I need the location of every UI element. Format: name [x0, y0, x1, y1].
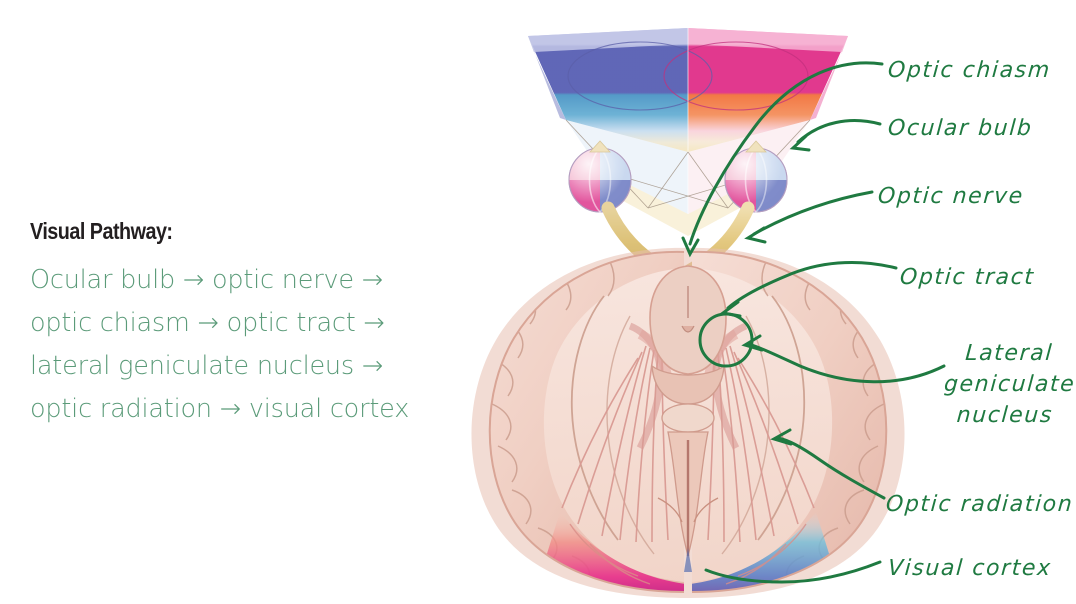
- left-optic-radiation: [561, 345, 669, 543]
- pathway-line-1: Ocular bulb → optic nerve →: [30, 265, 383, 295]
- optic-tract-right: [701, 283, 733, 345]
- arrowhead-optic-radiation: [770, 428, 793, 446]
- visual-pathway-panel: Visual Pathway: Ocular bulb → optic nerv…: [30, 218, 500, 439]
- leader-optic-radiation: [776, 436, 886, 500]
- arrowhead-optic-chiasm: [681, 236, 700, 258]
- optic-nerve-left: [601, 201, 683, 283]
- visual-field-right-warm: [688, 170, 776, 236]
- brain-horizontal-section: [471, 247, 905, 598]
- left-visual-cortex-color: [540, 512, 684, 593]
- label-optic-nerve: Optic nerve: [877, 184, 1025, 209]
- left-hemisphere-outline: [488, 250, 685, 593]
- right-hemisphere: [692, 251, 887, 593]
- right-sulci: [761, 257, 885, 585]
- label-visual-cortex: Visual cortex: [887, 556, 1053, 581]
- ocular-bulb-right: [724, 140, 788, 213]
- optic-chiasm: [665, 269, 711, 293]
- leader-visual-cortex: [704, 560, 882, 584]
- fan-rim-right: [688, 28, 848, 52]
- pons: [651, 364, 725, 405]
- leader-optic-chiasm: [688, 61, 884, 246]
- leader-optic-nerve: [752, 190, 874, 236]
- visual-field-fan: [528, 26, 848, 236]
- lgn-circle-marker: [698, 312, 754, 368]
- midbrain-structures: [649, 265, 727, 572]
- pathway-line-3: lateral geniculate nucleus →: [30, 351, 384, 381]
- left-ventricle-border: [570, 295, 619, 541]
- arrowhead-optic-tract: [719, 300, 742, 318]
- page-title: Visual Pathway:: [30, 218, 173, 244]
- right-optic-radiation: [707, 345, 815, 543]
- right-ventricle-border: [757, 295, 806, 541]
- right-white-matter: [692, 268, 833, 582]
- arrowhead-optic-nerve: [744, 226, 767, 244]
- visual-field-right-fade: [688, 120, 810, 214]
- right-deep-nuclei: [712, 322, 748, 450]
- ocular-bulb-left: [568, 140, 632, 213]
- visual-field-left-fade: [566, 120, 688, 214]
- projection-rays: [565, 119, 811, 209]
- leader-optic-tract: [726, 260, 898, 310]
- arrowhead-lgn: [741, 334, 764, 352]
- fan-rim-left: [528, 28, 688, 52]
- fan-edge-left: [528, 36, 566, 120]
- optic-nerves-and-chiasm: [601, 201, 755, 345]
- visual-field-left-half: [528, 28, 688, 152]
- leader-ocular-bulb: [796, 119, 882, 144]
- pathway-line-4: optic radiation → visual cortex: [30, 394, 410, 424]
- left-hemisphere: [489, 251, 684, 593]
- visual-field-left-warm: [600, 170, 688, 236]
- left-deep-nuclei: [628, 322, 664, 450]
- brain-shadow: [471, 247, 905, 598]
- leader-lgn: [746, 342, 946, 384]
- right-visual-cortex-color: [692, 512, 836, 593]
- left-sulci: [491, 257, 615, 585]
- vermis: [667, 431, 709, 559]
- label-optic-radiation: Optic radiation: [885, 492, 1075, 517]
- label-lateral-geniculate-nucleus: Lateral geniculate nucleus: [943, 341, 1076, 429]
- label-optic-tract: Optic tract: [899, 265, 1036, 290]
- label-ocular-bulb: Ocular bulb: [887, 116, 1034, 141]
- midline-nucleus: [661, 403, 715, 433]
- right-hemisphere-outline: [691, 250, 888, 593]
- left-white-matter: [543, 268, 684, 582]
- field-ellipse-left: [567, 41, 713, 111]
- pathway-line-2: optic chiasm → optic tract →: [30, 308, 385, 338]
- visual-field-right-half: [688, 28, 848, 152]
- field-ellipse-right: [663, 41, 809, 111]
- label-optic-chiasm: Optic chiasm: [887, 58, 1052, 83]
- arrowhead-ocular-bulb: [789, 134, 811, 152]
- optic-nerve-right: [673, 201, 755, 283]
- optic-tract-left: [643, 283, 675, 345]
- fan-edge-right: [810, 36, 848, 120]
